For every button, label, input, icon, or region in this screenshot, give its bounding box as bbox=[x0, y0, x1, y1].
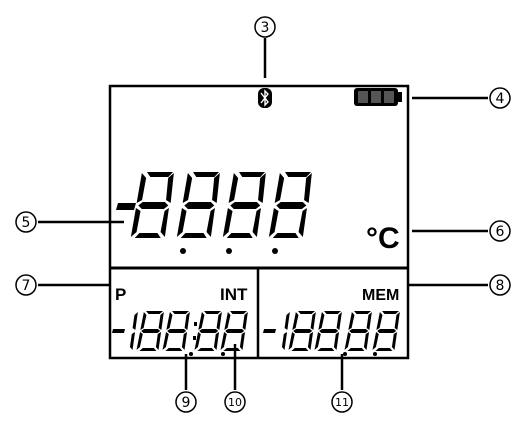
label-int: INT bbox=[220, 285, 248, 304]
main-digit-3 bbox=[222, 172, 267, 238]
bluetooth-icon bbox=[258, 88, 272, 108]
decimal-point-1 bbox=[180, 248, 186, 254]
time-colon-bottom bbox=[193, 336, 196, 340]
callout-5: 5 bbox=[15, 211, 37, 233]
label-p: P bbox=[115, 285, 126, 304]
svg-text:7: 7 bbox=[22, 278, 31, 294]
callout-lines bbox=[38, 38, 488, 390]
memory-reading bbox=[263, 311, 400, 356]
svg-text:5: 5 bbox=[22, 215, 31, 231]
decimal-point-2 bbox=[226, 248, 232, 254]
battery-icon bbox=[354, 88, 402, 106]
svg-text:3: 3 bbox=[261, 20, 270, 36]
time-reading bbox=[112, 311, 248, 356]
callout-10: 10 bbox=[224, 391, 246, 413]
svg-text:8: 8 bbox=[496, 278, 505, 294]
svg-text:9: 9 bbox=[182, 395, 191, 411]
main-reading bbox=[116, 172, 313, 254]
svg-text:10: 10 bbox=[228, 396, 242, 409]
callout-6: 6 bbox=[489, 220, 511, 242]
memory-minus bbox=[263, 329, 276, 333]
time-colon-top bbox=[194, 322, 197, 326]
main-digit-2 bbox=[176, 172, 221, 238]
callout-11: 11 bbox=[331, 391, 353, 413]
label-mem: MEM bbox=[362, 287, 399, 304]
decimal-point-3 bbox=[272, 248, 278, 254]
minus-sign bbox=[116, 203, 136, 210]
svg-text:6: 6 bbox=[496, 224, 505, 240]
main-digit-4 bbox=[268, 172, 313, 238]
svg-text:11: 11 bbox=[335, 396, 349, 409]
time-minus bbox=[112, 329, 125, 333]
main-digit-1 bbox=[130, 172, 175, 238]
callout-9: 9 bbox=[175, 391, 197, 413]
callout-8: 8 bbox=[489, 274, 511, 296]
svg-text:4: 4 bbox=[496, 91, 505, 107]
callout-3: 3 bbox=[254, 16, 276, 38]
callout-7: 7 bbox=[15, 274, 37, 296]
callout-4: 4 bbox=[489, 87, 511, 109]
unit-label: °C bbox=[366, 222, 400, 255]
